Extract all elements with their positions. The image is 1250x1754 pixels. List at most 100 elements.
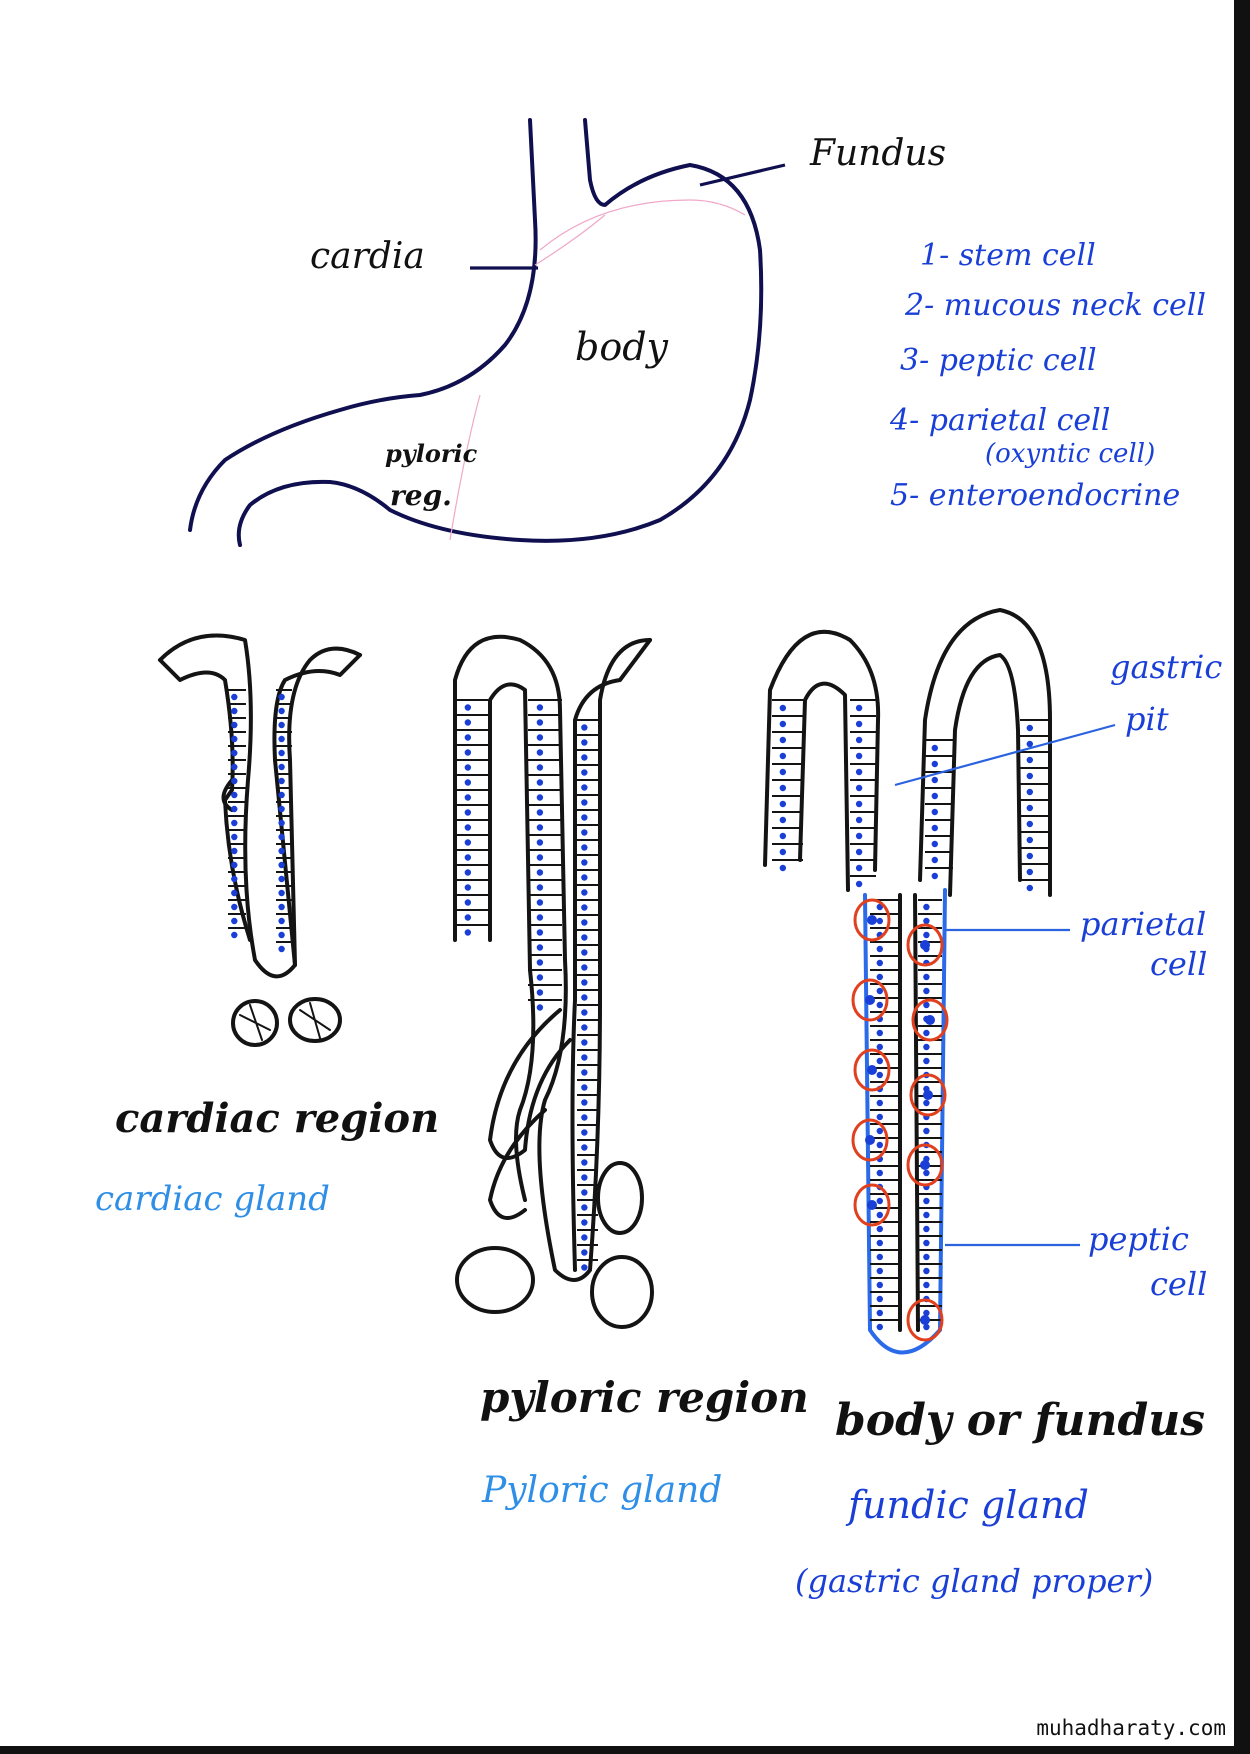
body-label: body <box>575 325 669 369</box>
cell-nucleus <box>923 917 930 925</box>
cell-nucleus <box>581 979 588 986</box>
cell-nucleus <box>464 794 472 801</box>
cell-nucleus <box>464 704 472 711</box>
cell-nucleus <box>536 989 544 996</box>
cell-nucleus <box>278 917 285 925</box>
cell-nucleus <box>931 760 938 768</box>
scan-border-bottom <box>0 1746 1250 1754</box>
cell-nucleus <box>779 832 787 840</box>
cell-nucleus <box>931 840 938 848</box>
cell-nucleus <box>536 869 544 876</box>
cell-nucleus <box>581 769 588 776</box>
cell-nucleus <box>278 707 285 715</box>
cell-nucleus <box>581 859 588 866</box>
pyloric-region-label-line2: reg. <box>390 479 452 512</box>
cell-nucleus <box>923 1239 930 1247</box>
cell-nucleus <box>923 973 930 981</box>
cell-nucleus <box>779 736 787 744</box>
cell-nucleus <box>581 1189 588 1196</box>
cell-nucleus <box>464 869 472 876</box>
fundus-boundary <box>539 199 746 251</box>
cell-nucleus <box>536 914 544 921</box>
cell-nucleus <box>581 874 588 881</box>
cell-nucleus <box>536 974 544 981</box>
cell-nucleus <box>1026 724 1034 732</box>
cell-nucleus <box>464 809 472 816</box>
cardiac-gland-outer-wall <box>158 633 362 979</box>
cell-nucleus <box>779 864 787 872</box>
cell-nucleus <box>855 864 863 872</box>
parietal-cell-nucleus <box>865 995 875 1005</box>
cell-nucleus <box>581 1114 588 1121</box>
cell-nucleus <box>278 903 285 911</box>
cell-nucleus <box>876 1057 883 1065</box>
cell-nucleus <box>464 824 472 831</box>
cardiac-gland-branch <box>221 778 234 812</box>
cell-nucleus <box>464 884 472 891</box>
cell-nucleus <box>931 872 938 880</box>
cell-nucleus <box>876 1141 883 1149</box>
cell-nucleus <box>536 839 544 846</box>
cell-nucleus <box>278 791 285 799</box>
pyloric-gland <box>453 634 654 1329</box>
fundic-gland-left-pit <box>763 629 881 892</box>
cell-nucleus <box>536 704 544 711</box>
cell-nucleus <box>278 805 285 813</box>
cell-nucleus <box>1026 868 1034 876</box>
cell-nucleus <box>855 816 863 824</box>
cell-nucleus <box>1026 772 1034 780</box>
acinus-detail <box>239 1002 331 1041</box>
cell-nucleus <box>923 1211 930 1219</box>
cell-nucleus <box>581 904 588 911</box>
cell-nucleus <box>581 799 588 806</box>
cell-list-item: 4- parietal cell <box>889 403 1110 438</box>
cell-nucleus <box>581 964 588 971</box>
cardiac-region-title: cardiac region <box>115 1095 439 1142</box>
cell-nucleus <box>278 945 285 953</box>
cell-nucleus <box>876 1169 883 1177</box>
cardiac-gland <box>158 633 362 1047</box>
cell-list-item: 1- stem cell <box>920 238 1096 273</box>
cell-nucleus <box>923 1169 930 1177</box>
cell-nucleus <box>779 768 787 776</box>
pyloric-gland-inner-wall <box>488 638 652 1272</box>
cell-nucleus <box>876 1071 883 1079</box>
esophagus-left-wall <box>188 118 538 532</box>
cell-nucleus <box>1026 836 1034 844</box>
parietal-cell-nucleus <box>867 1200 877 1210</box>
cell-nucleus <box>581 1069 588 1076</box>
cell-nucleus <box>581 1234 588 1241</box>
cell-nucleus <box>855 848 863 856</box>
cell-nucleus <box>536 749 544 756</box>
cell-nucleus <box>581 1159 588 1166</box>
esophagus-right-wall-greater-curvature <box>236 118 764 547</box>
cell-nucleus <box>536 824 544 831</box>
cell-nucleus <box>1026 756 1034 764</box>
cell-nucleus <box>923 1267 930 1275</box>
pyloric-gland-label: Pyloric gland <box>481 1470 722 1511</box>
cell-nucleus <box>876 1113 883 1121</box>
cardiac-gland-inner-wall <box>158 653 362 967</box>
cell-nucleus <box>231 693 238 701</box>
parietal-cell-shape <box>853 1183 891 1227</box>
cardiac-gland-cells <box>228 689 292 953</box>
cell-nucleus <box>876 1043 883 1051</box>
cell-nucleus <box>581 1204 588 1211</box>
cell-nucleus <box>923 1057 930 1065</box>
stomach-outline <box>188 118 786 547</box>
cell-nucleus <box>536 959 544 966</box>
cell-nucleus <box>779 704 787 712</box>
cell-nucleus <box>464 734 472 741</box>
cell-nucleus <box>876 1211 883 1219</box>
cell-nucleus <box>931 856 938 864</box>
fundus-label: Fundus <box>809 133 946 174</box>
pyloric-gland-acinus-cross-section <box>590 1255 654 1329</box>
pyloric-gland-cells <box>457 699 598 1271</box>
cell-nucleus <box>923 1099 930 1107</box>
cell-nucleus <box>581 1264 588 1271</box>
cell-nucleus <box>536 794 544 801</box>
gastric-pit-label-line1: gastric <box>1110 648 1222 686</box>
fundic-gland-lumen <box>898 893 920 1332</box>
